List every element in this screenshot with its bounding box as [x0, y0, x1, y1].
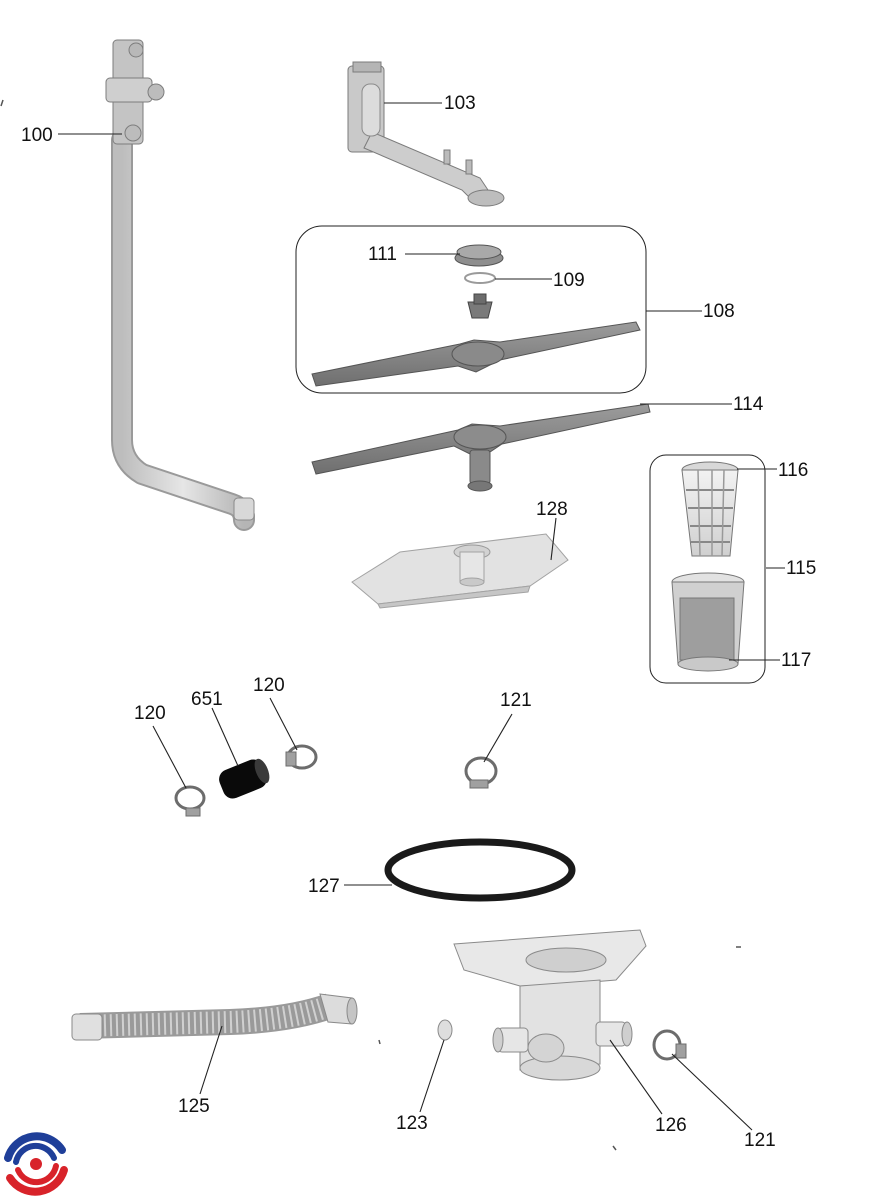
part-121-clamp-upper — [464, 756, 498, 789]
label-126: 126 — [655, 1115, 687, 1136]
part-120-clamp-left — [174, 785, 206, 817]
part-123-plug — [437, 1019, 453, 1041]
group-108-box — [295, 225, 647, 394]
label-128: 128 — [536, 499, 568, 520]
part-127-gasket — [384, 838, 576, 902]
part-128-cover-plate — [351, 533, 569, 609]
part-125-drain-hose — [71, 993, 358, 1041]
brand-swirl-logo — [4, 1132, 68, 1196]
label-120-right: 120 — [253, 675, 285, 696]
label-120-left: 120 — [134, 703, 166, 724]
label-121-upper: 121 — [500, 690, 532, 711]
label-123: 123 — [396, 1113, 428, 1134]
part-100-riser-pipe — [105, 39, 255, 531]
label-108: 108 — [703, 301, 735, 322]
label-114: 114 — [733, 394, 764, 415]
label-115: 115 — [786, 558, 817, 579]
leader-lines — [58, 102, 785, 1131]
label-116: 116 — [778, 460, 809, 481]
label-127: 127 — [308, 876, 340, 897]
group-115-box — [649, 454, 766, 684]
part-109-oring — [464, 272, 496, 284]
stray-marks — [0, 99, 741, 1151]
part-114-lower-spray-arm — [311, 403, 651, 492]
part-121-clamp-lower — [652, 1029, 687, 1061]
label-651: 651 — [191, 689, 223, 710]
label-103: 103 — [444, 93, 476, 114]
part-126-sump — [453, 929, 647, 1081]
part-108-hub — [467, 293, 493, 319]
label-117: 117 — [781, 650, 812, 671]
part-116-coarse-filter — [681, 461, 739, 557]
label-109: 109 — [553, 270, 585, 291]
label-125: 125 — [178, 1096, 210, 1117]
part-117-fine-filter — [671, 572, 745, 672]
label-111: 111 — [368, 244, 397, 265]
part-108-upper-spray-arm — [311, 321, 641, 387]
part-120-clamp-right — [285, 744, 318, 770]
part-651-sleeve — [219, 758, 270, 799]
label-121-lower: 121 — [744, 1130, 776, 1151]
part-103-supply-pipe — [347, 61, 505, 207]
part-111-nut — [454, 244, 504, 267]
label-100: 100 — [21, 125, 53, 146]
